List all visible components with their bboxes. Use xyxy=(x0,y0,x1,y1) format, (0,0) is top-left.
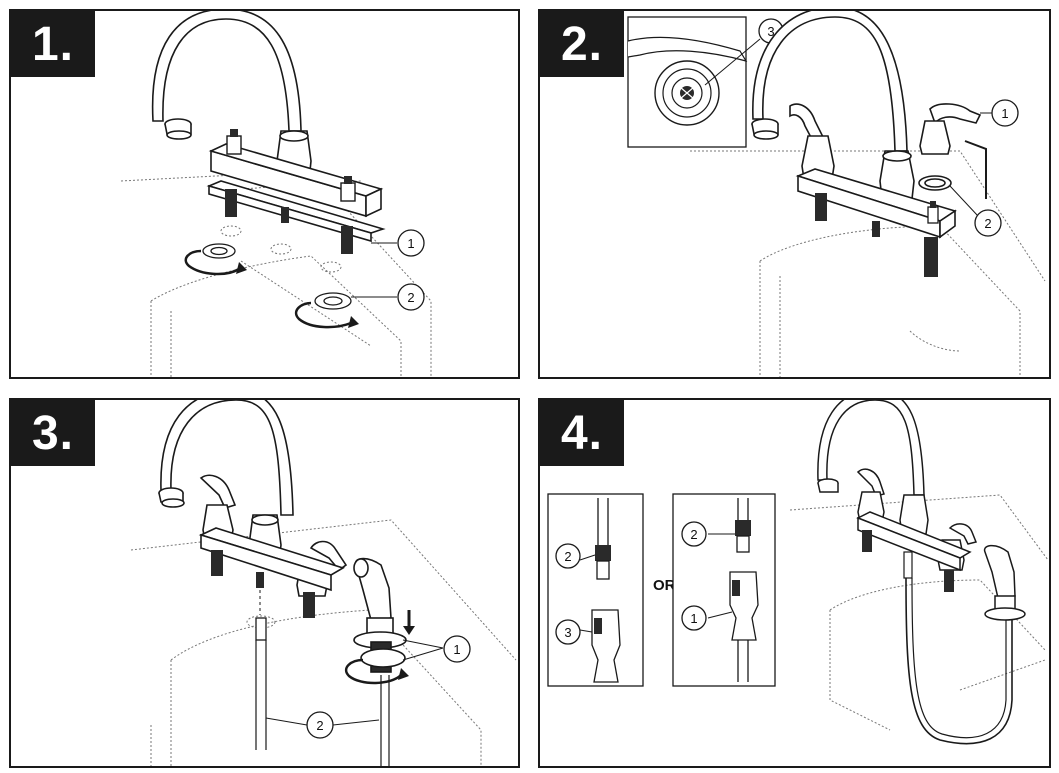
step-4-illustration: 2 3 OR 2 1 xyxy=(547,400,1049,745)
mounting-nuts xyxy=(202,243,352,310)
or-label: OR xyxy=(653,577,676,594)
sink-outline xyxy=(789,494,1049,731)
faucet-base xyxy=(206,143,386,243)
callout-inset-b-1: 1 xyxy=(681,605,707,631)
callout-2-label: 2 xyxy=(984,216,991,231)
connector-inset-a xyxy=(547,493,644,687)
callout-1: 1 xyxy=(443,635,471,663)
callout-2: 2 xyxy=(397,283,425,311)
callout-2-label: 2 xyxy=(316,718,323,733)
left-handle xyxy=(789,103,835,180)
callout-2: 2 xyxy=(974,209,1002,237)
faucet-base xyxy=(198,527,345,592)
faucet-base xyxy=(795,168,957,239)
assembly-bracket xyxy=(964,140,987,199)
callout-inset-a-2-label: 2 xyxy=(564,549,571,564)
hose xyxy=(905,577,1013,745)
faucet-spout xyxy=(751,11,915,200)
rotation-arrows xyxy=(184,249,352,329)
step-4-panel: 4. 2 3 OR xyxy=(538,398,1051,768)
side-sprayer xyxy=(353,557,407,766)
step-2-illustration: 3 xyxy=(627,11,1046,377)
step-1-number: 1. xyxy=(11,11,95,77)
rotation-arrow xyxy=(344,658,402,685)
callout-leaders xyxy=(949,112,992,217)
step-3-panel: 3. xyxy=(9,398,520,768)
callout-3-label: 3 xyxy=(767,24,774,39)
callout-inset-a-3: 3 xyxy=(555,619,581,645)
step-2-panel: 2. 3 xyxy=(538,9,1051,379)
arrow-heads xyxy=(236,262,359,328)
stems xyxy=(862,530,954,592)
right-handle-exploded xyxy=(918,103,982,191)
callout-inset-b-1-label: 1 xyxy=(690,611,697,626)
deck-holes xyxy=(220,225,342,273)
callout-1: 1 xyxy=(397,229,425,257)
step-1-illustration: 1 2 xyxy=(120,11,432,377)
callout-inset-b-2: 2 xyxy=(681,521,707,547)
callout-inset-a-2: 2 xyxy=(555,543,581,569)
cartridge-inset xyxy=(627,16,748,148)
faucet-spout xyxy=(817,400,929,535)
callout-2-label: 2 xyxy=(407,290,414,305)
callout-2: 2 xyxy=(306,711,334,739)
down-arrow-head xyxy=(403,626,415,635)
callout-1-label: 1 xyxy=(1001,106,1008,121)
step-2-number: 2. xyxy=(540,11,624,77)
callout-inset-a-3-label: 3 xyxy=(564,625,571,640)
side-sprayer xyxy=(983,544,1026,621)
handles xyxy=(856,468,978,572)
connector-inset-b xyxy=(672,493,776,687)
stems xyxy=(815,193,939,277)
callout-1-label: 1 xyxy=(453,642,460,657)
valve-stems xyxy=(225,129,356,254)
callout-leaders xyxy=(351,242,397,298)
step-3-number: 3. xyxy=(11,400,95,466)
callout-1-label: 1 xyxy=(407,236,414,251)
callout-leaders xyxy=(265,639,444,726)
callout-1: 1 xyxy=(991,99,1019,127)
callout-inset-b-2-label: 2 xyxy=(690,527,697,542)
step-3-illustration: 1 2 xyxy=(130,400,517,766)
stems xyxy=(211,550,315,750)
step-1-panel: 1. xyxy=(9,9,520,379)
step-4-number: 4. xyxy=(540,400,624,466)
